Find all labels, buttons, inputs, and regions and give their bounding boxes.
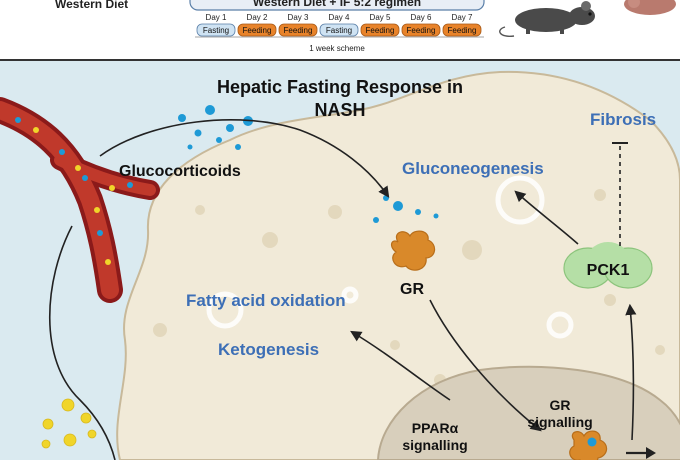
- fatty-acid-oxidation-label: Fatty acid oxidation: [186, 291, 346, 310]
- arrow-ppara-to-fao: [350, 330, 451, 401]
- day-cell: Day 1 Fasting: [196, 13, 236, 37]
- diagram-title-line1: Hepatic Fasting Response in: [217, 77, 463, 97]
- gluconeogenesis-label: Gluconeogenesis: [402, 159, 544, 178]
- diet-label: Western Diet: [55, 0, 128, 11]
- feeding-badge: [442, 23, 482, 37]
- feeding-badge: [237, 23, 277, 37]
- day-state-label: Fasting: [326, 26, 352, 35]
- day-label: Day 5: [370, 13, 391, 22]
- day-state-label: Feeding: [448, 26, 477, 35]
- arrow-nucleus-to-pck1: [625, 303, 637, 441]
- arrow-vessel-to-fat: [49, 225, 116, 460]
- day-cell: Day 3 Feeding: [278, 13, 318, 37]
- arrow-glucocorticoids-to-gr: [99, 119, 390, 198]
- gr-label: GR: [400, 281, 424, 298]
- day-state-label: Feeding: [284, 26, 313, 35]
- header-panel: Western Diet Western Diet + IF 5:2 regim…: [0, 0, 680, 60]
- pck1-label: PCK1: [587, 262, 630, 279]
- day-cell: Day 5 Feeding: [360, 13, 400, 37]
- fasting-badge: [319, 23, 359, 37]
- blood-vessel: [0, 97, 160, 303]
- day-cell: Day 7 Feeding: [442, 13, 482, 37]
- glucocorticoid-molecules: [178, 105, 439, 223]
- mouse-icon: [624, 0, 676, 15]
- day-label: Day 2: [247, 13, 268, 22]
- day-label: Day 4: [329, 13, 350, 22]
- fat-droplets: [41, 398, 97, 449]
- regimen-box: Western Diet + IF 5:2 regimen: [189, 0, 485, 11]
- day-cell: Day 2 Feeding: [237, 13, 277, 37]
- gr-signalling-label-line2: signalling: [527, 414, 592, 430]
- diagram-title-line2: NASH: [314, 100, 365, 120]
- day-label: Day 6: [411, 13, 432, 22]
- fasting-badge: [196, 23, 236, 37]
- day-cell: Day 4 Fasting: [319, 13, 359, 37]
- pck1-protein: PCK1: [563, 242, 653, 289]
- gr-protein: [390, 230, 436, 271]
- day-state-label: Feeding: [366, 26, 395, 35]
- arrow-gr-to-nucleus: [429, 299, 542, 432]
- regimen-label: Western Diet + IF 5:2 regimen: [253, 0, 421, 9]
- ppara-signalling-label-line2: signalling: [402, 437, 467, 453]
- feeding-badge: [360, 23, 400, 37]
- day-state-label: Feeding: [407, 26, 436, 35]
- day-cell: Day 6 Feeding: [401, 13, 441, 37]
- day-state-label: Feeding: [243, 26, 272, 35]
- arrow-pck1-to-gluconeogenesis: [514, 190, 579, 245]
- day-state-label: Fasting: [203, 26, 229, 35]
- day-label: Day 7: [452, 13, 473, 22]
- cell-vesicles: [206, 175, 574, 339]
- fibrosis-label: Fibrosis: [590, 110, 656, 129]
- day-label: Day 3: [288, 13, 309, 22]
- feeding-badge: [401, 23, 441, 37]
- export-arrow: [626, 447, 656, 459]
- nucleus: [376, 365, 680, 460]
- cell-granules: [153, 189, 665, 386]
- glucocorticoids-label: Glucocorticoids: [119, 163, 241, 180]
- gr-signalling-label-line1: GR: [550, 397, 571, 413]
- scheme-label: 1 week scheme: [309, 44, 365, 53]
- ppara-signalling-label-line1: PPARα: [412, 420, 459, 436]
- feeding-badge: [278, 23, 318, 37]
- ketogenesis-label: Ketogenesis: [218, 340, 319, 359]
- day-label: Day 1: [206, 13, 227, 22]
- mouse-icon: [499, 1, 595, 38]
- arrows: [49, 119, 637, 460]
